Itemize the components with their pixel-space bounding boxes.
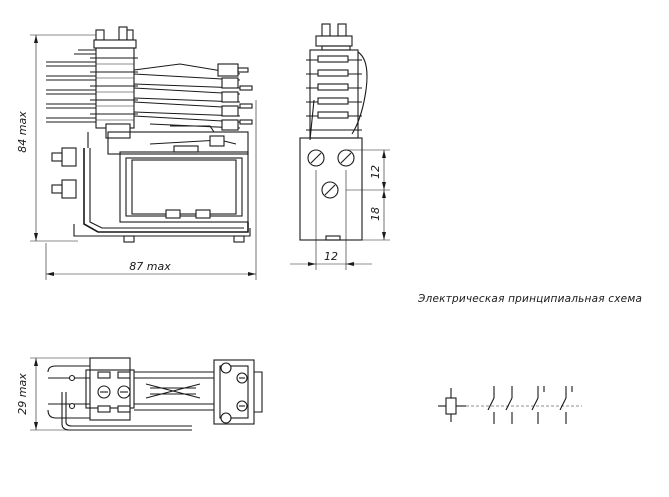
front-view: 84 max 87 max xyxy=(16,26,257,280)
schematic-caption: Электрическая принципиальная схема xyxy=(417,293,642,305)
left-solder-tabs xyxy=(46,49,96,123)
side-view: 12 18 12 xyxy=(290,23,390,270)
height-dimension: 84 max xyxy=(16,34,96,242)
side-dimensions: 12 18 12 xyxy=(290,149,390,270)
width-label: 87 max xyxy=(129,260,171,273)
mounting-studs xyxy=(51,147,77,199)
schematic-contact-2 xyxy=(505,386,513,424)
side-body xyxy=(299,137,363,241)
height-label: 84 max xyxy=(16,111,29,153)
contact-stack xyxy=(90,47,138,139)
top-screw-terminals xyxy=(93,26,137,49)
schematic-contact-4 xyxy=(559,386,573,424)
side-contact-stack xyxy=(306,49,368,141)
schematic: Электрическая принципиальная схема xyxy=(417,293,642,424)
bottom-feet xyxy=(123,235,245,243)
top-right-bracket xyxy=(213,359,263,425)
contact-springs xyxy=(133,63,253,133)
side-width-label: 12 xyxy=(324,250,338,263)
side-top-screws xyxy=(315,23,353,51)
top-view-height-label: 29 max xyxy=(16,373,29,415)
top-view: 29 max xyxy=(16,357,263,431)
upper-height-label: 12 xyxy=(369,165,382,179)
top-springs xyxy=(134,371,214,411)
schematic-coil xyxy=(438,388,466,422)
top-terminal-block xyxy=(85,357,135,421)
frame-bracket xyxy=(73,132,251,237)
top-view-height-dimension: 29 max xyxy=(16,357,90,431)
width-dimension: 87 max xyxy=(45,100,257,280)
top-solder-tabs xyxy=(47,365,192,431)
side-screws xyxy=(307,149,355,199)
lower-height-label: 18 xyxy=(369,207,382,221)
armature xyxy=(107,131,249,155)
schematic-contact-1 xyxy=(487,386,495,424)
coil xyxy=(119,151,249,223)
schematic-contact-3 xyxy=(531,386,545,424)
